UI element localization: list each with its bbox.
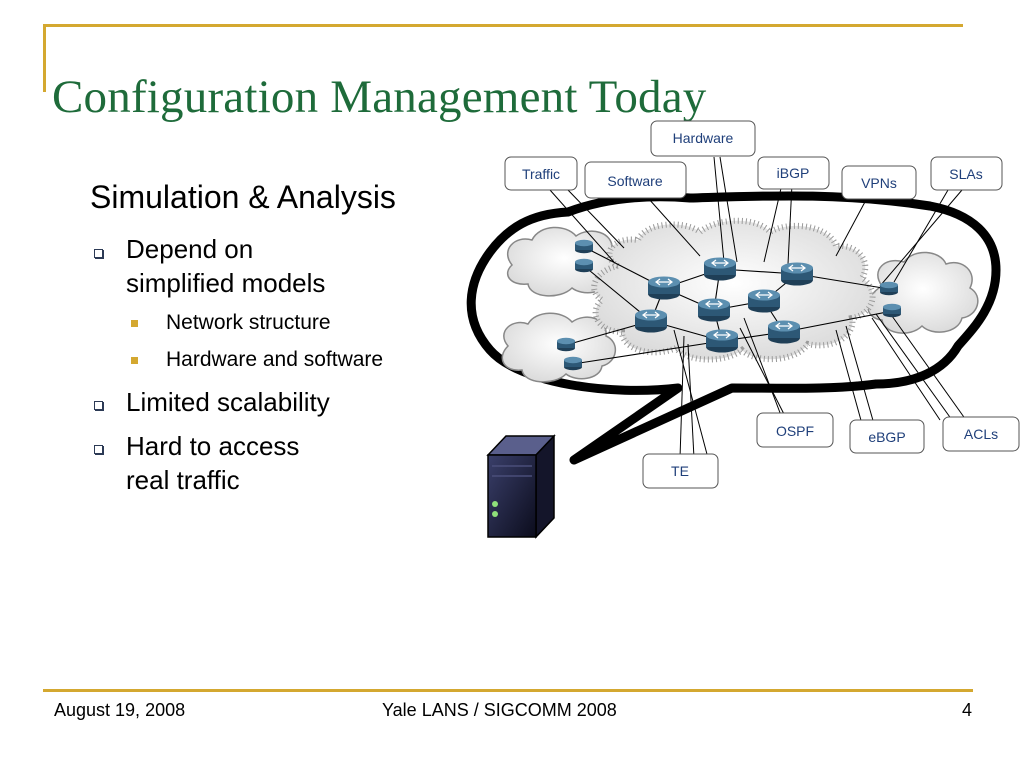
router-icon [635, 309, 667, 333]
server-icon [486, 434, 556, 539]
router-icon [768, 320, 800, 344]
footer-page-number: 4 [962, 700, 973, 720]
callout-te: TE [642, 453, 719, 489]
bullet-limited-scalability: Limited scalability [126, 387, 330, 417]
callout-te-label: TE [671, 463, 689, 479]
callout-hardware: Hardware [650, 120, 756, 157]
router-icon [557, 337, 575, 352]
bullet-marker-icon [94, 401, 103, 410]
bullet-line: Hard to access [126, 431, 300, 461]
callout-ebgp: eBGP [849, 419, 925, 454]
sub-bullet-marker-icon [131, 320, 138, 327]
sub-bullet-hardware-software: Hardware and software [166, 348, 384, 371]
bullet-marker-icon [94, 445, 103, 454]
callout-traffic-label: Traffic [522, 166, 560, 182]
callout-ebgp-label: eBGP [868, 429, 905, 445]
left-accent-rule [43, 24, 46, 92]
router-icon [706, 329, 738, 353]
callout-acls-label: ACLs [964, 426, 998, 442]
bullet-line: Depend on [126, 234, 254, 264]
callout-acls: ACLs [942, 416, 1020, 452]
sub-bullet-marker-icon [131, 357, 138, 364]
footer-date: August 19, 2008 [54, 700, 186, 720]
router-icon [648, 276, 680, 300]
callout-ibgp: iBGP [757, 156, 830, 190]
callout-traffic: Traffic [504, 156, 578, 191]
router-icon [880, 281, 898, 296]
callout-vpns: VPNs [841, 165, 917, 200]
callout-connectors [549, 156, 967, 459]
router-icon [704, 257, 736, 281]
footer-conference: Yale LANS / SIGCOMM 2008 [382, 700, 617, 720]
callout-hardware-label: Hardware [673, 130, 734, 146]
router-icon [575, 239, 593, 254]
callout-vpns-label: VPNs [861, 175, 897, 191]
callout-software: Software [584, 161, 687, 199]
callout-slas-label: SLAs [949, 166, 982, 182]
footer-accent-rule [43, 689, 973, 692]
router-icon [698, 298, 730, 322]
router-icon [883, 303, 901, 318]
bullet-line: real traffic [126, 465, 240, 495]
callout-ibgp-label: iBGP [777, 165, 810, 181]
sub-bullet-network-structure: Network structure [166, 311, 331, 334]
callout-ospf: OSPF [756, 412, 834, 448]
bullet-depend-on: Depend on simplified models [126, 232, 325, 300]
router-icon [564, 356, 582, 371]
router-icon [575, 258, 593, 273]
bullet-line: simplified models [126, 268, 326, 298]
callout-software-label: Software [607, 173, 662, 189]
callout-ospf-label: OSPF [776, 423, 814, 439]
bullet-marker-icon [94, 249, 103, 258]
router-icon [781, 262, 813, 286]
callout-slas: SLAs [930, 156, 1003, 191]
router-icon [748, 289, 780, 313]
section-heading: Simulation & Analysis [90, 179, 396, 215]
slide-title: Configuration Management Today [52, 71, 707, 123]
top-accent-rule [43, 24, 963, 27]
bullet-hard-to-access: Hard to access real traffic [126, 429, 299, 497]
routers [557, 239, 901, 371]
